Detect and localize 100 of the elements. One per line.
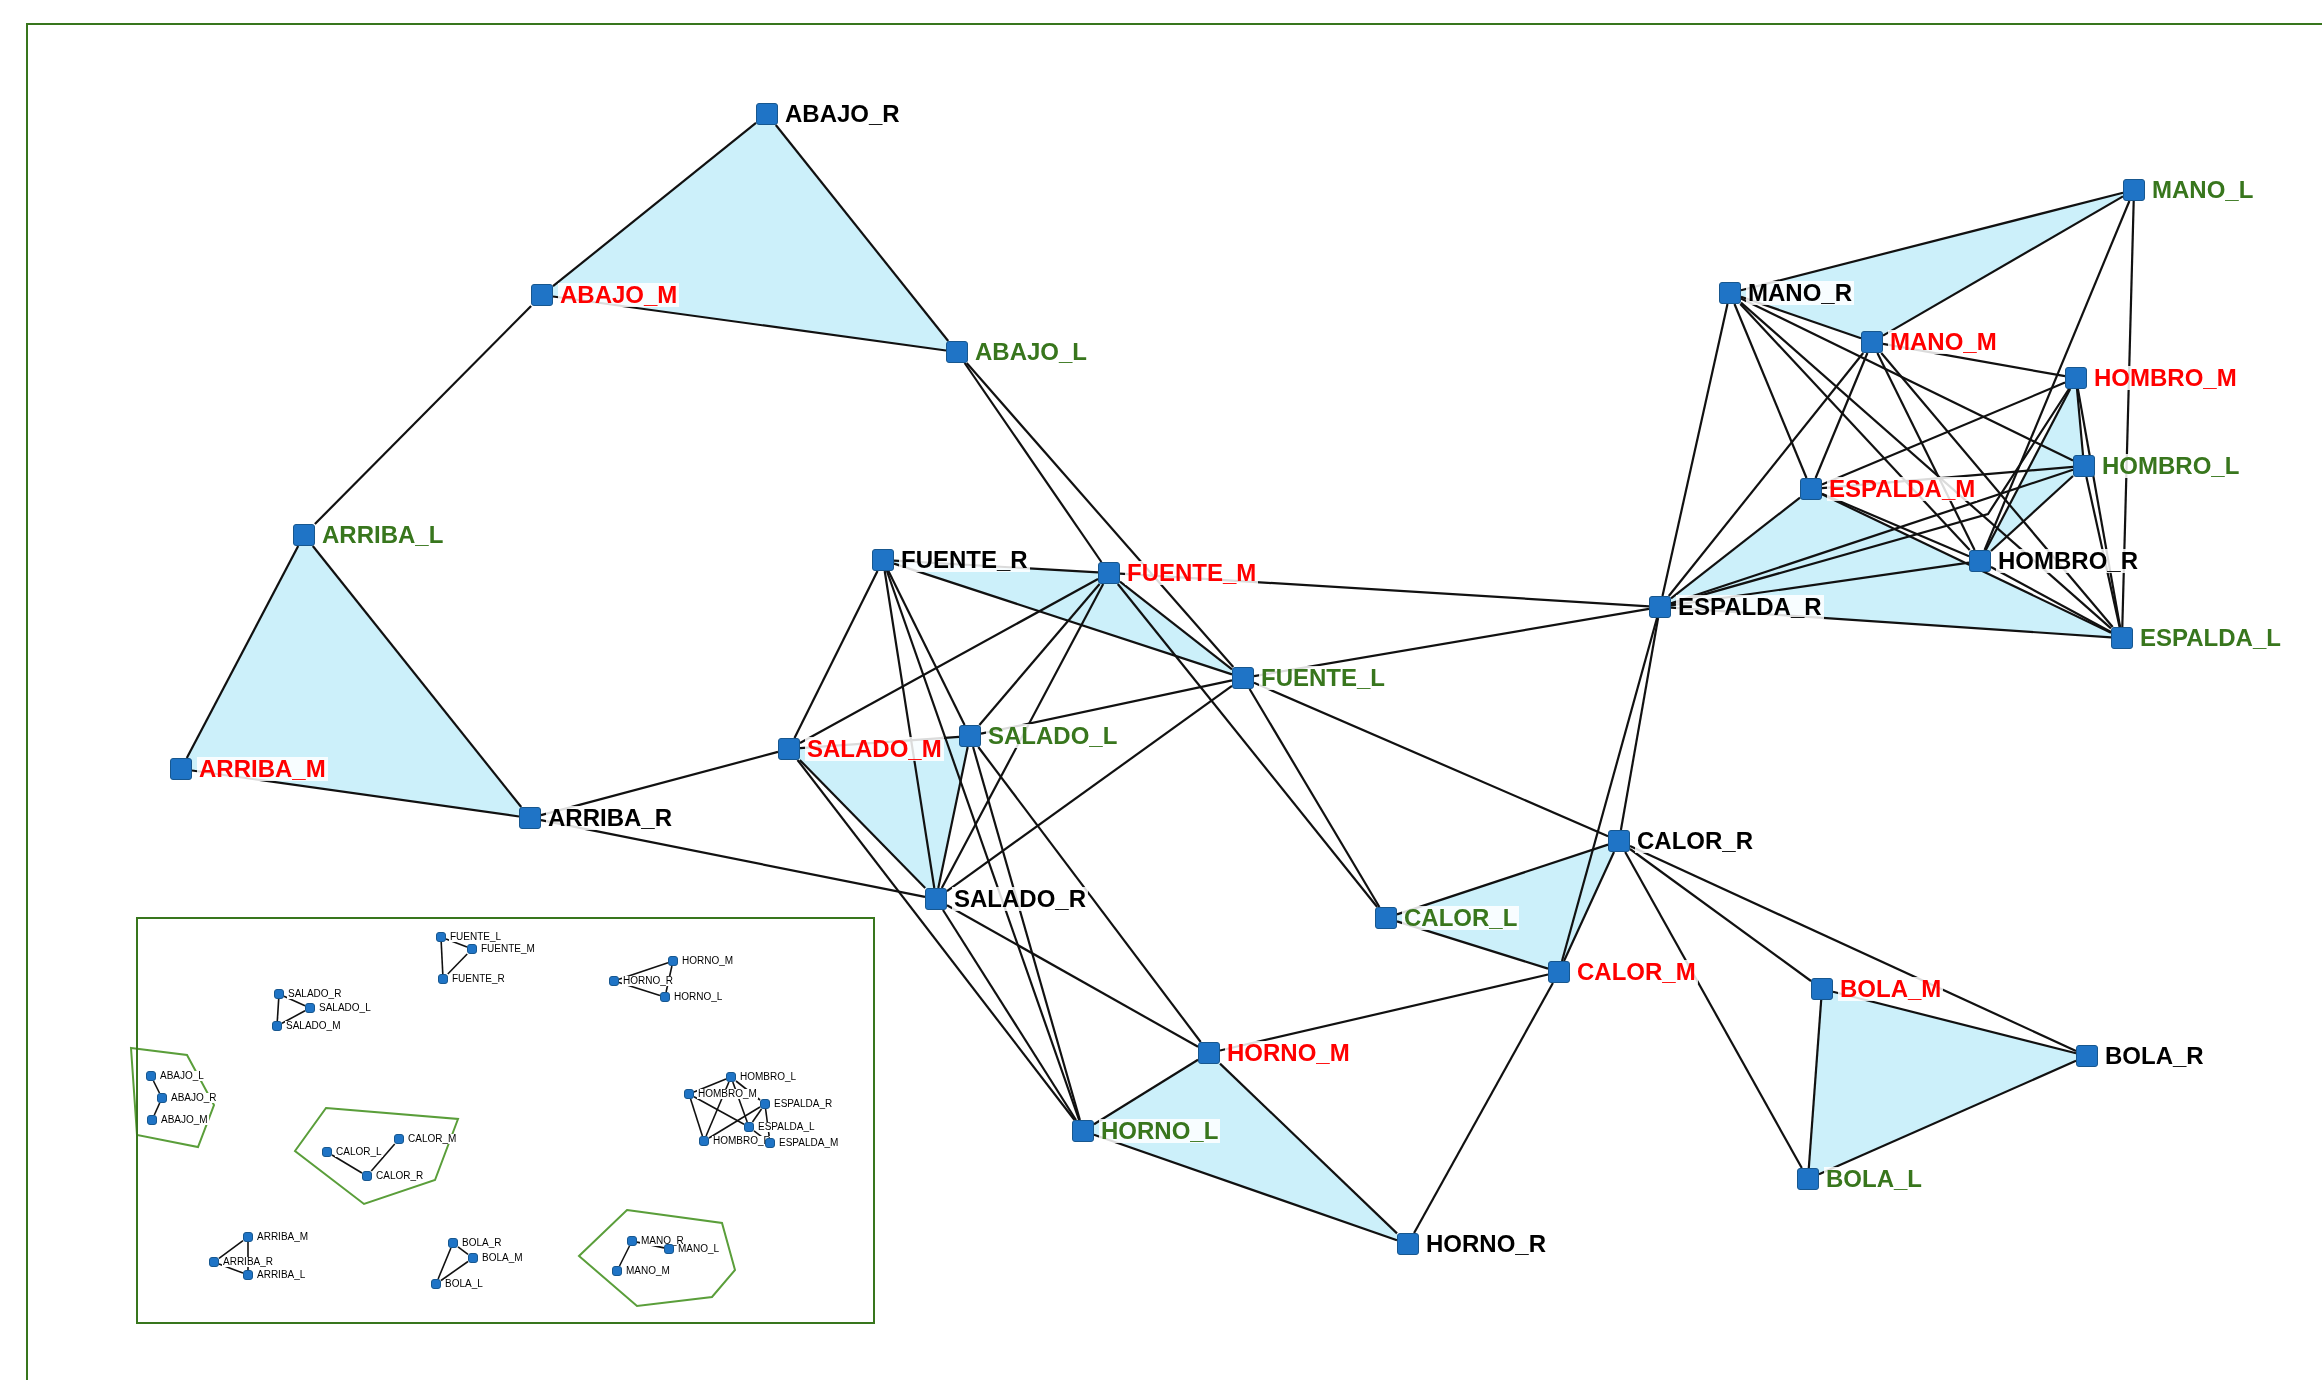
node-label: BOLA_M bbox=[481, 1253, 524, 1263]
node-label: HOMBRO_M bbox=[697, 1089, 758, 1099]
node-label: MANO_L bbox=[2150, 178, 2256, 202]
node-label: HOMBRO_L bbox=[2100, 454, 2242, 478]
network-link bbox=[796, 759, 1076, 1121]
node-label: CALOR_L bbox=[335, 1147, 383, 1157]
network-link bbox=[153, 1102, 161, 1116]
node-label: ESPALDA_R bbox=[1676, 595, 1824, 619]
node-label: ABAJO_L bbox=[973, 340, 1090, 364]
network-link bbox=[1880, 352, 2114, 628]
network-link bbox=[774, 124, 950, 342]
network-link bbox=[1983, 200, 2131, 551]
node-label: FUENTE_L bbox=[1259, 666, 1387, 690]
network-link bbox=[978, 583, 1101, 726]
network-link bbox=[940, 583, 1105, 889]
network-link bbox=[618, 1245, 631, 1267]
network-link bbox=[1413, 982, 1554, 1234]
node-label: BOLA_M bbox=[1838, 977, 1944, 1001]
network-link bbox=[331, 1154, 363, 1174]
network-link bbox=[1560, 617, 1659, 962]
network-link bbox=[708, 1106, 761, 1139]
node-label: BOLA_R bbox=[2103, 1044, 2206, 1068]
network-link bbox=[314, 305, 532, 525]
network-link bbox=[437, 1247, 452, 1280]
network-link bbox=[1814, 352, 1869, 479]
network-link bbox=[1667, 352, 1865, 597]
node-label: CALOR_M bbox=[1575, 960, 1698, 984]
network-link bbox=[445, 938, 468, 948]
node-label: ARRIBA_R bbox=[222, 1257, 274, 1267]
node-label: CALOR_L bbox=[1402, 906, 1520, 930]
node-label: SALADO_M bbox=[285, 1021, 342, 1031]
network-link bbox=[1832, 990, 2077, 1055]
node-label: FUENTE_R bbox=[451, 974, 506, 984]
network-link bbox=[1619, 617, 1660, 831]
network-link bbox=[689, 1098, 704, 1137]
node-label: ARRIBA_L bbox=[256, 1270, 307, 1280]
network-link bbox=[370, 1143, 396, 1172]
network-link bbox=[1821, 381, 2066, 486]
network-link bbox=[1990, 566, 2112, 633]
network-link bbox=[946, 685, 1233, 892]
network-link bbox=[1740, 191, 2124, 292]
network-link bbox=[2076, 388, 2122, 628]
network-link bbox=[1670, 468, 2074, 605]
node-label: MANO_R bbox=[1746, 281, 1854, 305]
network-link bbox=[1563, 851, 1615, 962]
network-link bbox=[946, 904, 1199, 1048]
network-link bbox=[1740, 301, 2112, 630]
node-label: HOMBRO_R bbox=[1996, 549, 2140, 573]
node-label: SALADO_M bbox=[805, 737, 944, 761]
network-link bbox=[1882, 195, 2124, 337]
node-label: MANO_M bbox=[625, 1266, 671, 1276]
network-link bbox=[1821, 493, 2112, 634]
node-label: ARRIBA_M bbox=[256, 1232, 310, 1242]
network-link bbox=[218, 1239, 244, 1260]
network-link bbox=[1248, 688, 1381, 908]
network-link bbox=[540, 819, 926, 898]
node-label: BOLA_R bbox=[461, 1238, 503, 1248]
network-link bbox=[1093, 1133, 1398, 1242]
network-link bbox=[283, 995, 306, 1007]
network-link bbox=[1219, 1062, 1398, 1235]
network-link bbox=[793, 570, 879, 739]
node-label: ESPALDA_L bbox=[2138, 626, 2283, 650]
network-link bbox=[1876, 352, 1976, 551]
network-link bbox=[1624, 851, 1803, 1169]
network-link bbox=[972, 746, 1081, 1121]
node-label: ABAJO_R bbox=[783, 102, 902, 126]
node-label: HORNO_M bbox=[681, 956, 735, 966]
node-label: ARRIBA_M bbox=[197, 757, 328, 781]
node-label: MANO_L bbox=[677, 1244, 721, 1254]
network-link bbox=[1629, 845, 2077, 1052]
node-label: ESPALDA_M bbox=[1827, 477, 1978, 501]
network-link bbox=[2075, 388, 2085, 456]
network-link bbox=[937, 746, 969, 889]
node-label: HORNO_L bbox=[673, 992, 724, 1002]
network-link bbox=[618, 981, 661, 997]
network-link bbox=[1219, 973, 1549, 1052]
network-link bbox=[1670, 496, 1801, 600]
network-link bbox=[1093, 1058, 1199, 1126]
node-label: ABAJO_L bbox=[159, 1071, 205, 1081]
node-label: HORNO_L bbox=[1099, 1119, 1221, 1143]
network-link bbox=[705, 1081, 730, 1137]
network-link bbox=[1740, 297, 2074, 462]
node-label: ABAJO_R bbox=[170, 1093, 218, 1103]
node-label: SALADO_R bbox=[287, 989, 343, 999]
network-link bbox=[185, 545, 300, 759]
node-label: ESPALDA_R bbox=[773, 1099, 834, 1109]
node-label: FUENTE_M bbox=[1125, 561, 1259, 585]
network-link bbox=[799, 759, 926, 889]
network-link bbox=[1807, 999, 1823, 1169]
node-label: HORNO_M bbox=[1225, 1041, 1352, 1065]
network-link bbox=[1396, 920, 1549, 970]
network-link bbox=[1119, 580, 1233, 671]
network-link bbox=[885, 570, 1081, 1121]
network-link bbox=[977, 746, 1202, 1043]
node-label: ARRIBA_L bbox=[320, 523, 446, 547]
network-link bbox=[942, 909, 1077, 1121]
network-link bbox=[311, 545, 523, 808]
node-label: BOLA_L bbox=[1824, 1167, 1924, 1191]
node-label: FUENTE_R bbox=[899, 548, 1030, 572]
network-link bbox=[281, 1009, 306, 1025]
